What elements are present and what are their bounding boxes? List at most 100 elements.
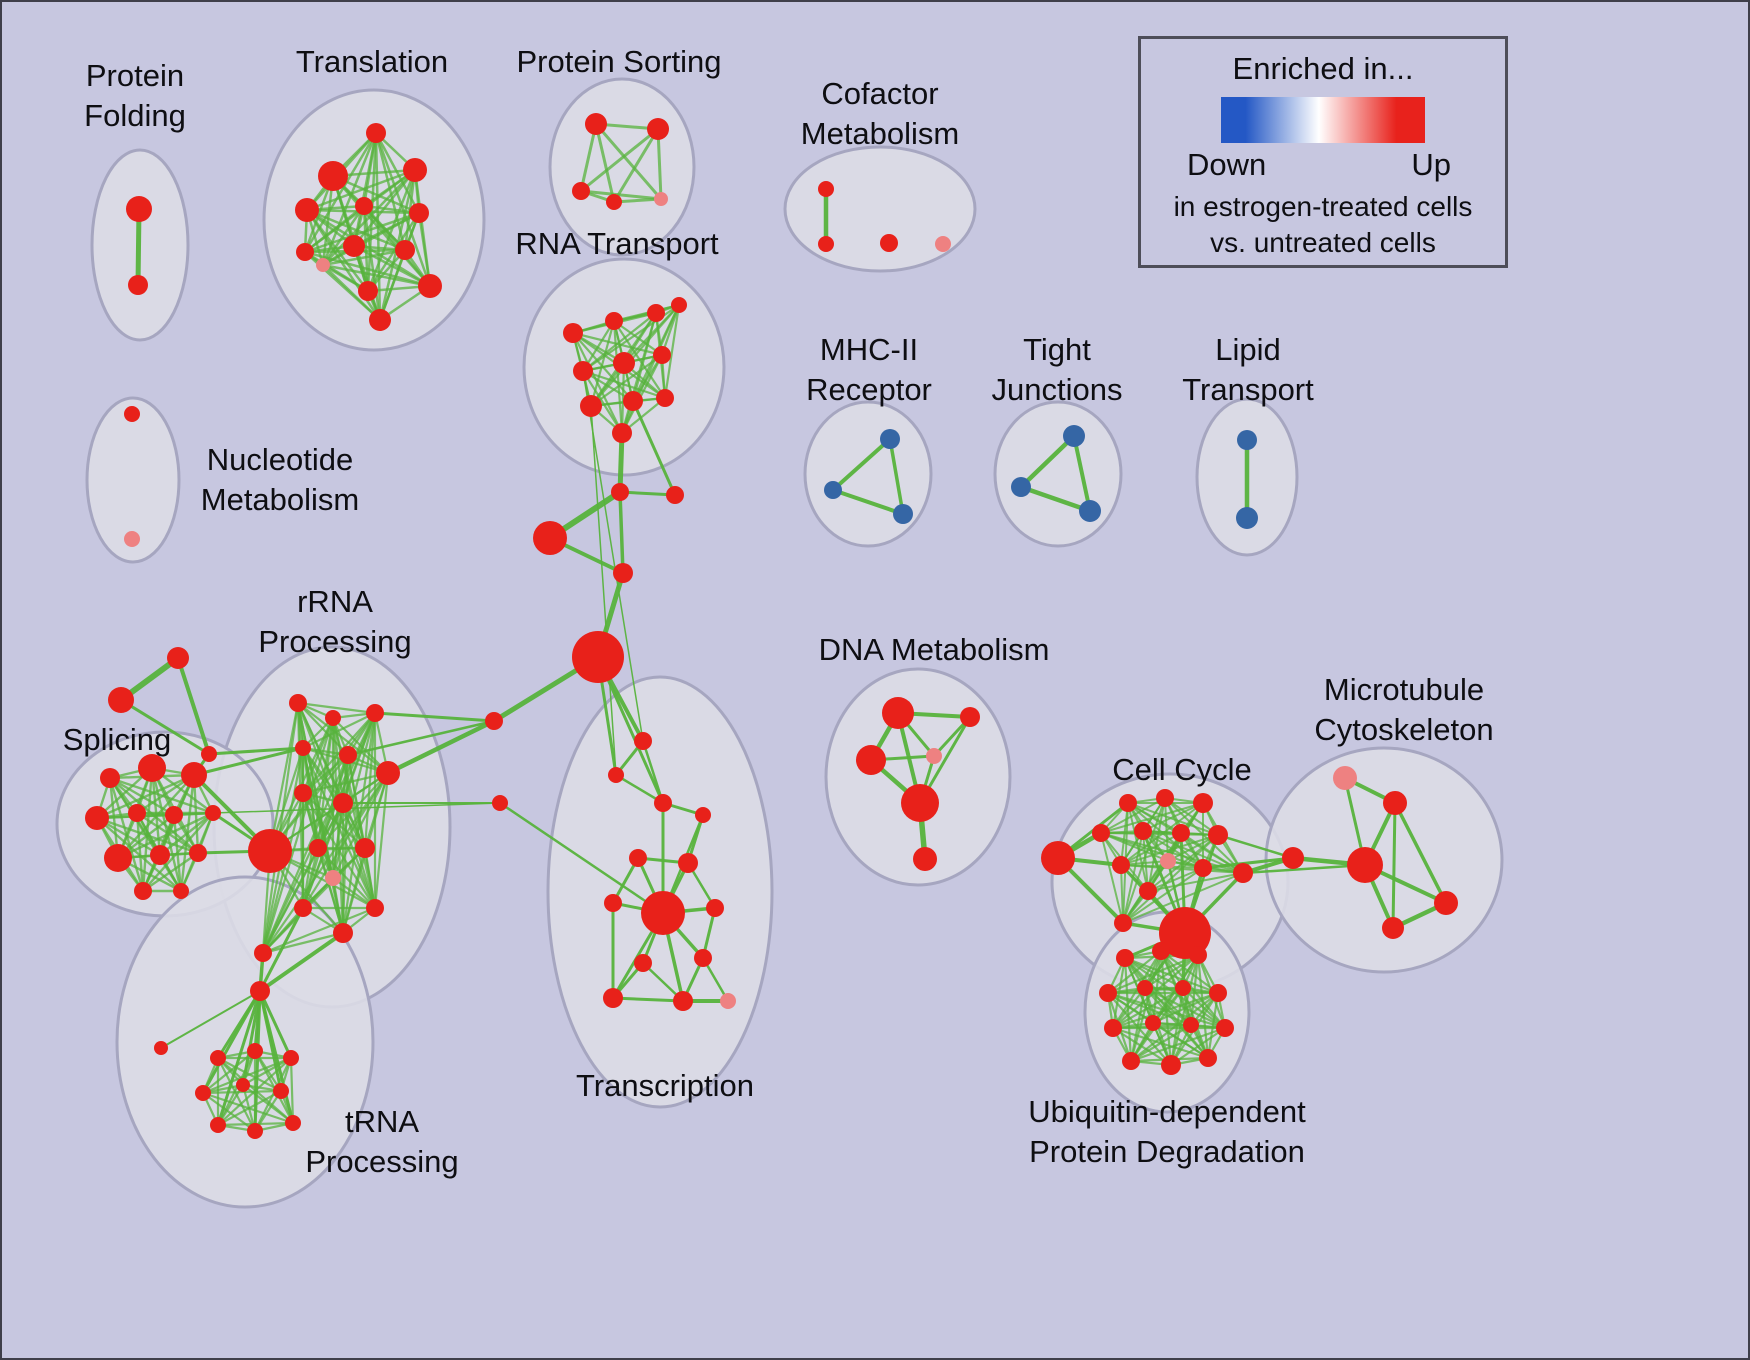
legend-up-label: Up <box>1411 147 1451 182</box>
network-node-rr8 <box>333 793 353 813</box>
network-node-ub11 <box>1216 1019 1234 1037</box>
network-node-rt6 <box>613 352 635 374</box>
network-node-dm6 <box>913 847 937 871</box>
network-edge <box>1147 867 1204 892</box>
network-edge <box>241 1056 293 1087</box>
cluster-label-protein-folding: Protein <box>86 58 184 93</box>
network-node-dm3 <box>856 745 886 775</box>
network-edge <box>241 989 262 1087</box>
network-edge <box>1201 856 1295 870</box>
network-node-rr4 <box>295 740 311 756</box>
network-node-mh3 <box>893 504 913 524</box>
network-edge <box>1151 1021 1210 1060</box>
network-node-rt1 <box>563 323 583 343</box>
network-node-tr1 <box>366 123 386 143</box>
network-edge <box>618 490 625 575</box>
cluster-label-microtubule-cytoskeleton: Cytoskeleton <box>1314 712 1493 747</box>
network-edge <box>316 846 345 935</box>
network-edge <box>589 353 664 408</box>
network-edge <box>620 303 681 435</box>
network-edge <box>346 719 496 757</box>
network-node-tc6 <box>678 853 698 873</box>
network-edge <box>160 990 261 1049</box>
network-node-sp11 <box>134 882 152 900</box>
cluster-label-tight-junctions: Junctions <box>992 372 1123 407</box>
network-node-dm5 <box>901 784 939 822</box>
network-edge <box>201 1089 283 1095</box>
network-edge <box>241 1083 295 1125</box>
network-node-mt6 <box>1382 917 1404 939</box>
network-edge <box>656 127 663 201</box>
network-edge <box>1106 949 1163 995</box>
network-node-rt8 <box>580 395 602 417</box>
network-node-tr11 <box>358 281 378 301</box>
network-node-tn6 <box>273 1083 289 1099</box>
network-edge <box>289 1056 295 1125</box>
legend-gradient-bar <box>1221 97 1425 143</box>
network-edge <box>1122 867 1204 924</box>
network-edge <box>378 248 407 322</box>
network-edge <box>1111 986 1185 1030</box>
network-node-tc13 <box>673 991 693 1011</box>
network-edge <box>363 846 377 910</box>
network-node-ub3 <box>1189 946 1207 964</box>
network-node-sp1 <box>100 768 120 788</box>
network-node-pf2 <box>128 275 148 295</box>
network-edge <box>268 701 300 853</box>
network-edge <box>321 263 432 288</box>
network-node-mh1 <box>880 429 900 449</box>
cluster-label-mhc-ii-receptor: Receptor <box>806 372 932 407</box>
network-node-tr8 <box>343 235 365 257</box>
network-node-nu1 <box>124 406 140 422</box>
network-edge <box>176 656 211 756</box>
cluster-label-trna-processing: Processing <box>305 1144 458 1179</box>
network-node-tc10 <box>634 954 652 972</box>
network-edge <box>831 437 892 492</box>
network-node-sp8 <box>104 844 132 872</box>
network-edge <box>316 846 377 910</box>
network-edge <box>258 931 345 993</box>
cluster-label-microtubule-cytoskeleton: Microtubule <box>1324 672 1484 707</box>
network-edge <box>1241 863 1367 875</box>
network-edge <box>253 989 262 1133</box>
network-node-hub1 <box>533 521 567 555</box>
network-node-cc2 <box>1156 789 1174 807</box>
network-node-mt4 <box>1347 847 1383 883</box>
network-node-ub14 <box>1199 1049 1217 1067</box>
network-node-sp9 <box>150 845 170 865</box>
network-edge <box>1151 991 1220 1025</box>
network-edge <box>1122 834 1219 924</box>
network-node-sp4 <box>85 806 109 830</box>
cluster-label-ubiquitin-degradation: Ubiquitin-dependent <box>1028 1094 1306 1129</box>
network-node-tc3 <box>654 794 672 812</box>
network-edge <box>579 189 663 201</box>
cluster-label-trna-processing: tRNA <box>345 1104 419 1139</box>
cluster-label-ubiquitin-degradation: Protein Degradation <box>1029 1134 1305 1169</box>
network-edge <box>1018 484 1093 514</box>
network-node-ps2 <box>647 118 669 140</box>
network-edge <box>116 811 215 860</box>
network-node-rr10 <box>309 839 327 857</box>
network-node-tc9 <box>706 899 724 917</box>
network-edge <box>1120 864 1124 924</box>
network-node-tr5 <box>355 197 373 215</box>
network-edge <box>1120 834 1219 866</box>
network-node-ub4 <box>1099 984 1117 1002</box>
network-edge <box>1111 991 1220 1030</box>
network-edge <box>596 655 665 805</box>
cluster-ellipse-cofactor-metabolism <box>783 145 977 273</box>
cluster-label-lipid-transport: Lipid <box>1215 332 1281 367</box>
network-node-ch3 <box>613 563 633 583</box>
network-node-cc12 <box>1139 882 1157 900</box>
network-edge <box>303 250 432 288</box>
network-edge <box>385 718 497 776</box>
network-node-cc9 <box>1112 856 1130 874</box>
network-edge <box>261 906 377 955</box>
network-node-rt9 <box>623 391 643 411</box>
network-edge <box>305 208 382 322</box>
network-edge <box>374 131 432 288</box>
network-edge <box>417 211 432 288</box>
network-edge <box>301 801 345 910</box>
network-edge <box>581 369 624 435</box>
network-edge <box>253 1049 295 1125</box>
